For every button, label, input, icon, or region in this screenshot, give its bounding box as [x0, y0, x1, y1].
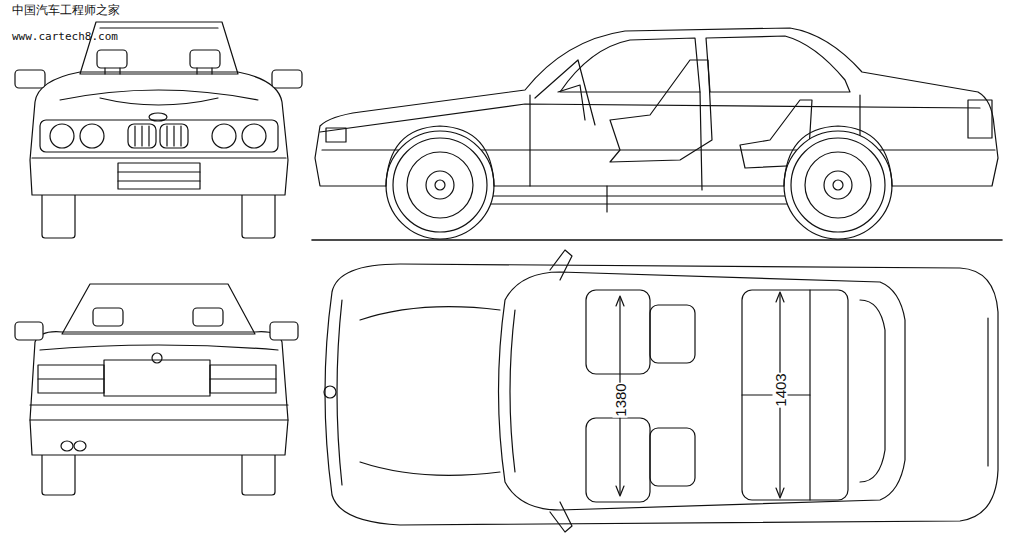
side-view [312, 28, 1002, 240]
rear-view [15, 284, 298, 495]
dimension-label: 1403 [773, 372, 788, 407]
watermark-text: 中国汽车工程师之家 [12, 4, 120, 16]
dimension-label: 1380 [613, 382, 628, 417]
top-view [324, 250, 998, 532]
watermark-url: www.cartech8.com [12, 31, 118, 42]
front-view [15, 22, 302, 238]
